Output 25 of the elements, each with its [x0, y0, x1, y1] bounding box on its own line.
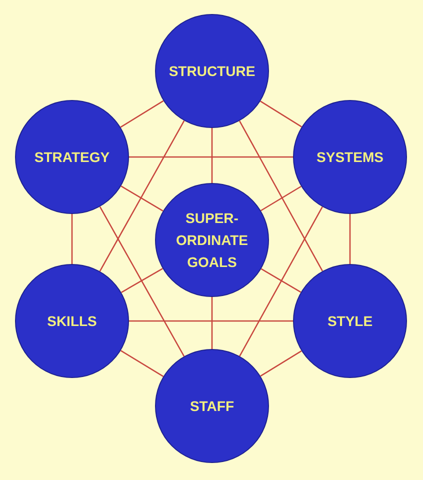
node-label: STYLE	[326, 312, 374, 331]
node-label: STRATEGY	[33, 148, 111, 167]
connector-line	[239, 206, 323, 356]
node-label: STAFF	[188, 397, 236, 416]
node-label: SUPER- ORDINATE GOALS	[174, 209, 250, 272]
connector-line	[211, 297, 213, 349]
connector-line	[129, 156, 293, 158]
connector-line	[260, 268, 302, 293]
connector-line	[71, 214, 73, 264]
connector-line	[121, 268, 163, 294]
connector-line	[238, 120, 324, 272]
connector-line	[260, 350, 302, 377]
connector-line	[260, 186, 302, 212]
connector-line	[99, 206, 185, 357]
node-label: SYSTEMS	[316, 148, 384, 167]
connector-line	[99, 120, 185, 272]
connector-line	[129, 320, 293, 322]
connector-line	[120, 100, 164, 128]
connector-line	[260, 100, 302, 128]
node-label: STRUCTURE	[168, 62, 256, 81]
connector-line	[349, 214, 351, 264]
connector-line	[120, 186, 164, 212]
node-label: SKILLS	[46, 312, 98, 331]
connector-line	[211, 128, 213, 183]
connector-line	[120, 350, 164, 377]
